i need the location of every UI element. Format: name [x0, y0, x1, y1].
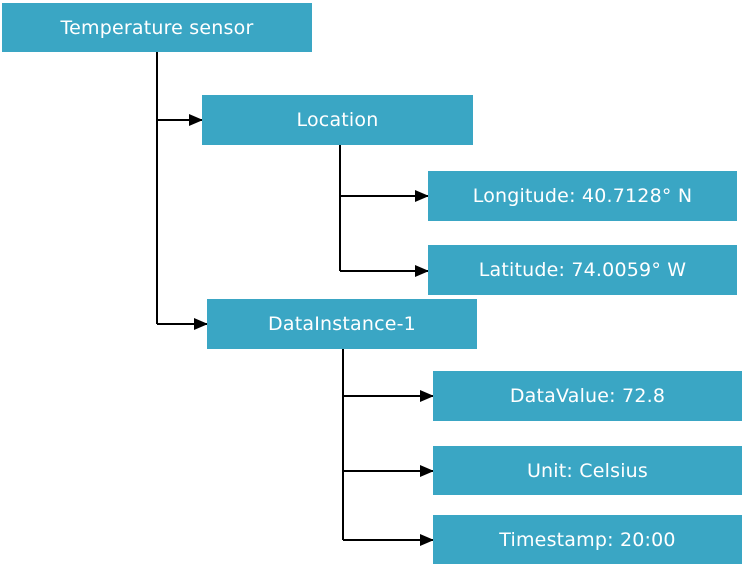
node-timestamp-label: Timestamp: 20:00 [499, 528, 676, 551]
node-data-value: DataValue: 72.8 [433, 371, 742, 421]
node-location-label: Location [296, 109, 379, 131]
node-data-value-label: DataValue: 72.8 [509, 385, 666, 407]
node-temperature-sensor: Temperature sensor [2, 3, 312, 52]
node-latitude: Latitude: 74.0059° W [428, 245, 737, 295]
node-latitude-label: Latitude: 74.0059° W [478, 259, 687, 281]
node-temperature-sensor-label: Temperature sensor [60, 16, 254, 39]
node-data-instance-label: DataInstance-1 [268, 313, 416, 335]
node-longitude-label: Longitude: 40.7128° N [472, 185, 693, 207]
node-data-instance: DataInstance-1 [207, 299, 477, 349]
node-unit: Unit: Celsius [433, 446, 742, 495]
node-location: Location [202, 95, 473, 145]
node-timestamp: Timestamp: 20:00 [433, 515, 742, 564]
node-longitude: Longitude: 40.7128° N [428, 171, 737, 221]
node-unit-label: Unit: Celsius [526, 459, 649, 482]
